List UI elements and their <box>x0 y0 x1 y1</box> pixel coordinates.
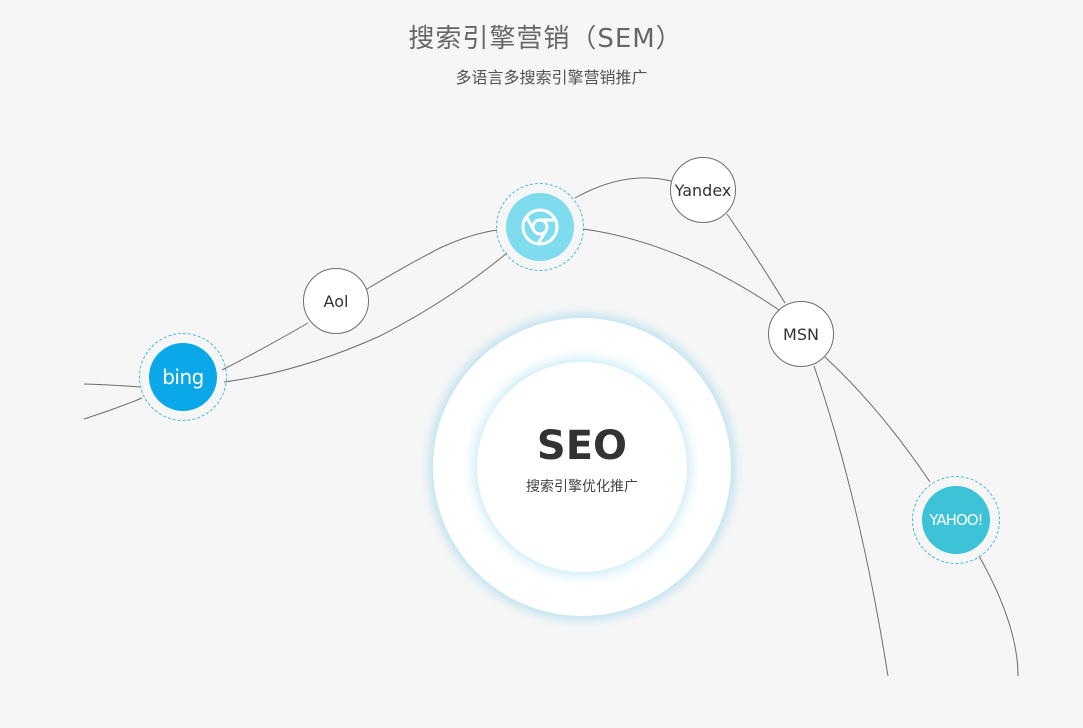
page-title: 搜索引擎营销（SEM） <box>408 24 683 54</box>
connector-line <box>824 356 931 483</box>
connector-line <box>366 229 498 290</box>
engine-node-yandex[interactable]: Yandex <box>670 157 736 223</box>
yahoo-logo-icon: YAHOO! <box>922 486 990 554</box>
connector-line <box>813 365 889 677</box>
seo-subtitle: 搜索引擎优化推广 <box>526 479 638 495</box>
connector-line <box>978 555 1019 677</box>
seo-title: SEO <box>536 423 628 469</box>
seo-center-circle: SEO 搜索引擎优化推广 <box>433 318 731 616</box>
connector-line <box>582 228 783 313</box>
chrome-icon <box>506 193 574 261</box>
seo-inner-circle: SEO 搜索引擎优化推广 <box>477 362 687 572</box>
engine-node-chrome[interactable] <box>496 183 584 271</box>
engine-node-msn[interactable]: MSN <box>768 301 834 367</box>
connector-line <box>83 397 143 420</box>
engine-node-yahoo[interactable]: YAHOO! <box>912 476 1000 564</box>
page-subtitle: 多语言多搜索引擎营销推广 <box>455 68 648 87</box>
connector-line <box>726 213 786 304</box>
connector-line <box>574 177 672 199</box>
bing-logo-icon: bing <box>149 343 217 411</box>
engine-node-aol[interactable]: Aol <box>303 268 369 334</box>
connector-line <box>83 383 141 388</box>
engine-node-bing[interactable]: bing <box>139 333 227 421</box>
connector-line <box>221 322 309 371</box>
connector-line <box>223 252 508 383</box>
